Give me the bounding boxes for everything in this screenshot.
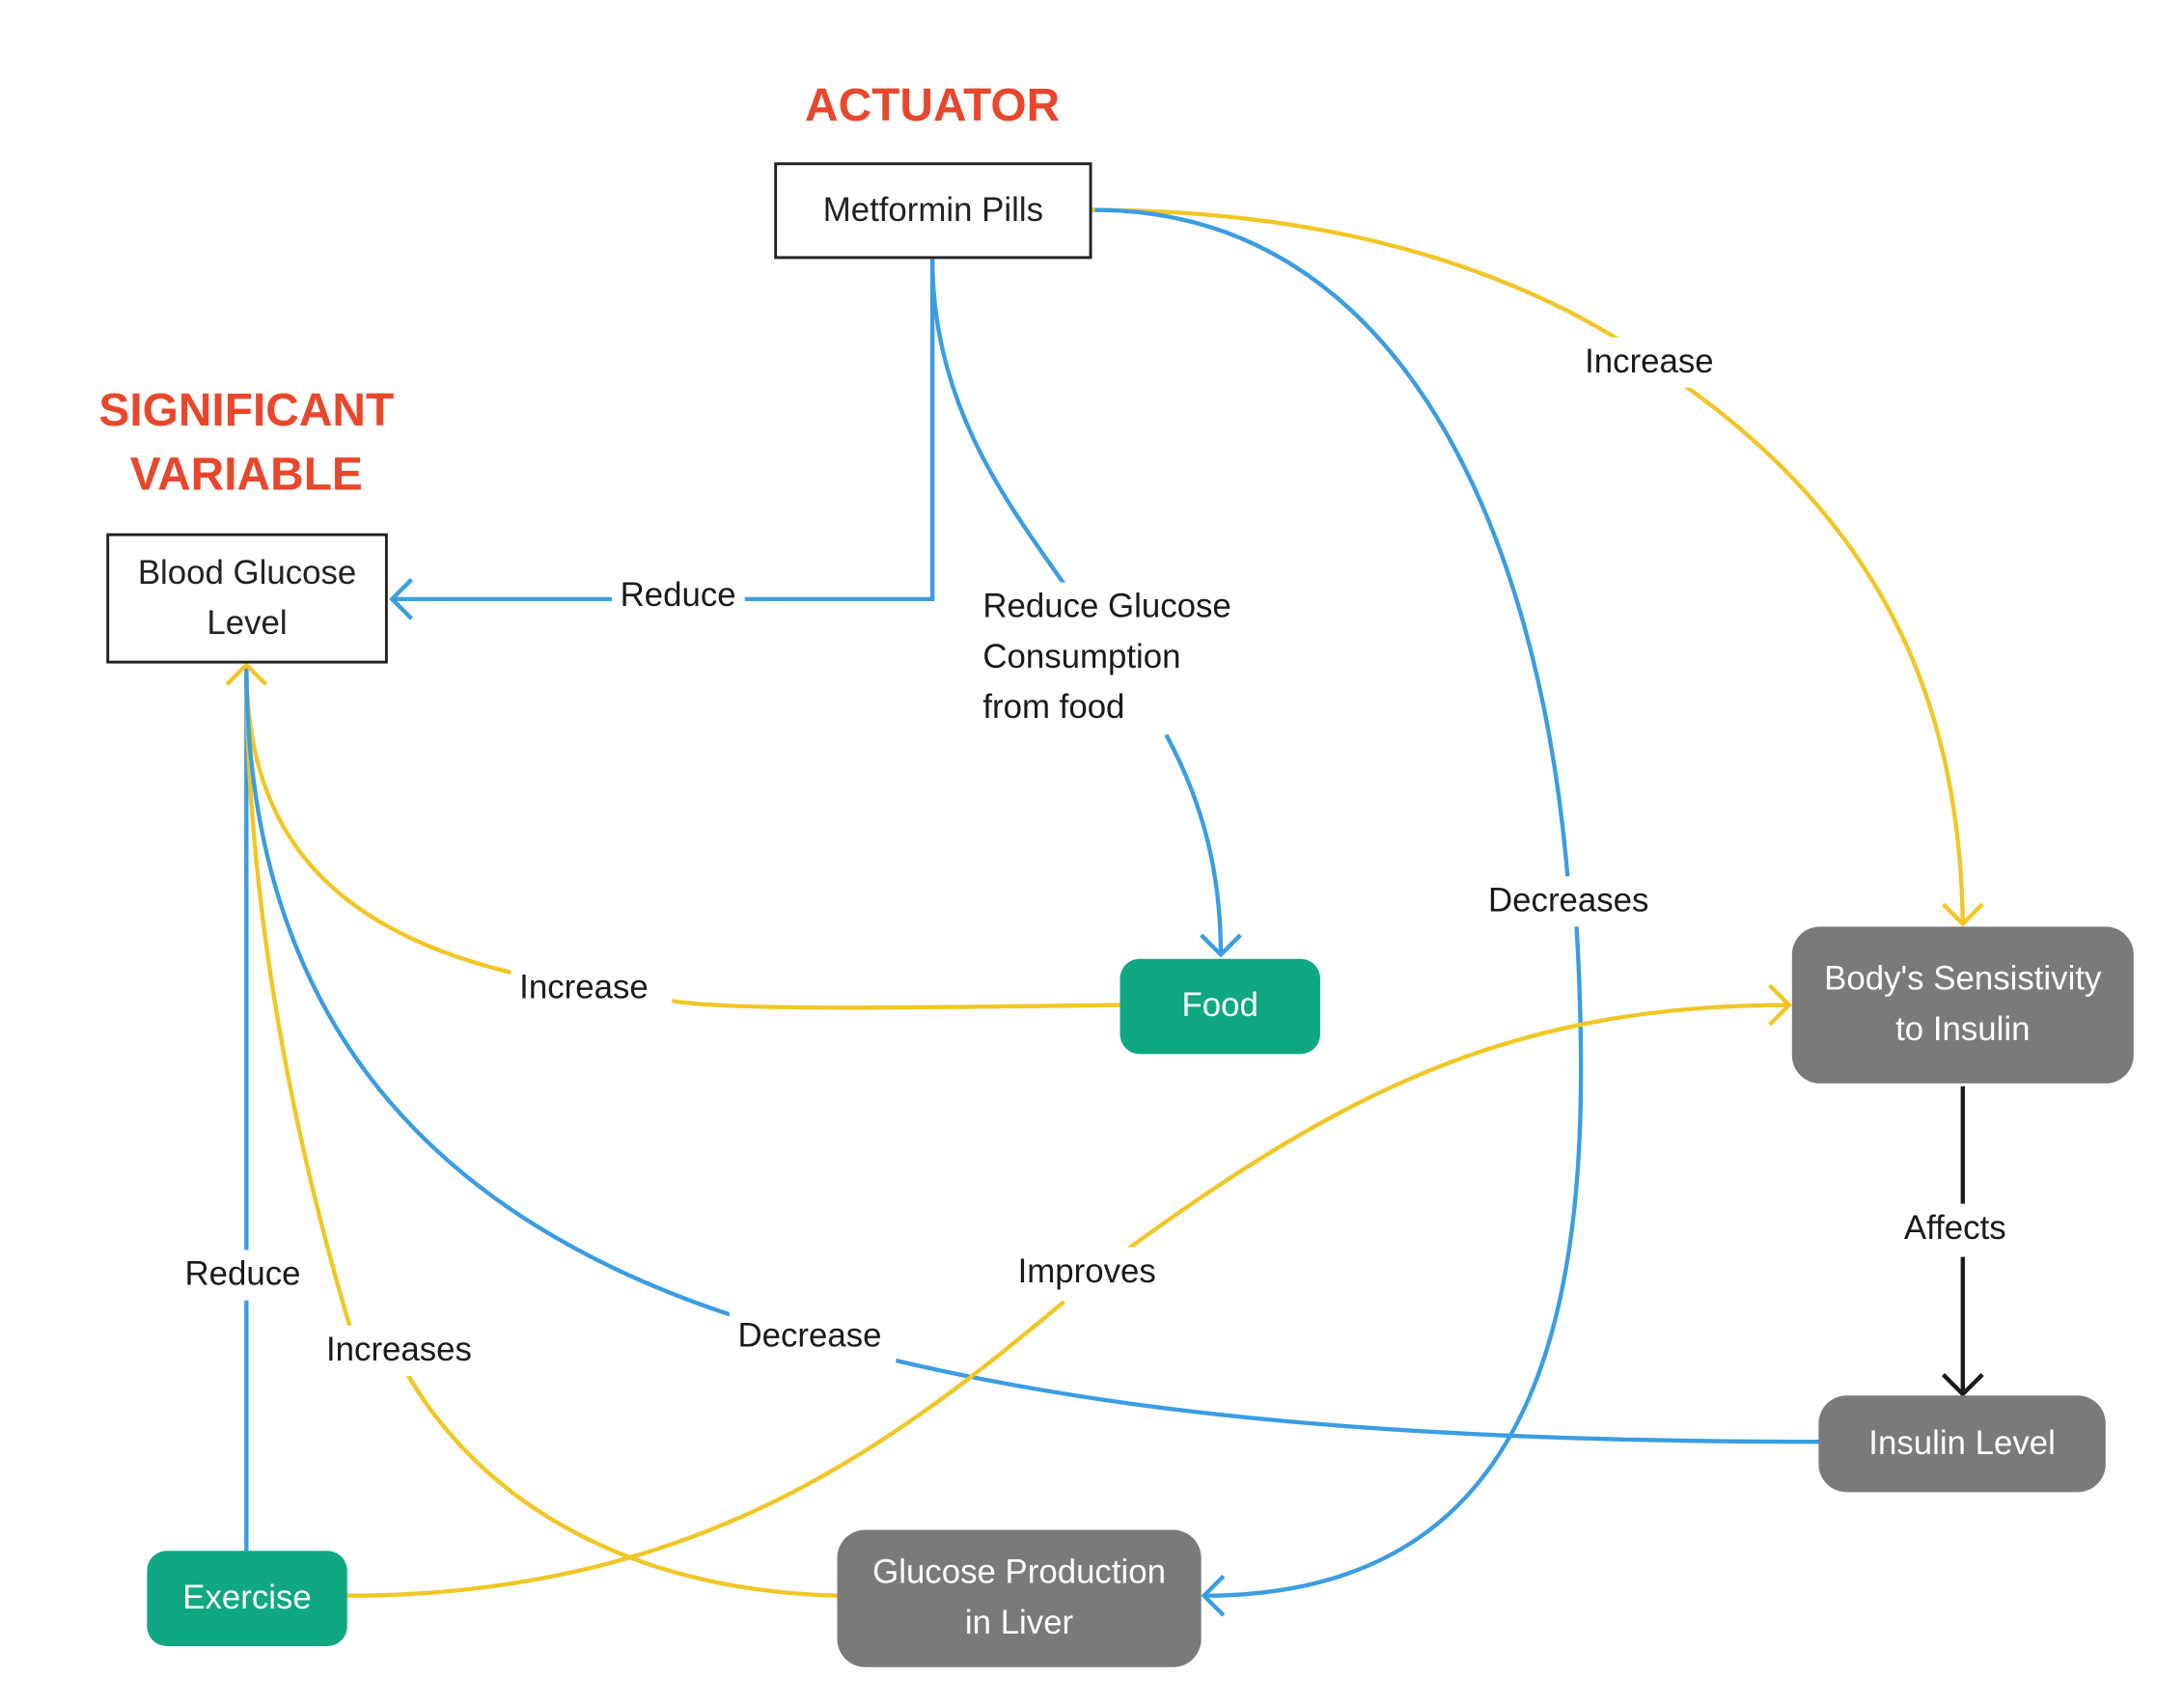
edge-insulin-blood-glucose	[244, 665, 1820, 1444]
edge-label-metformin-sensitivity: Increase	[1576, 337, 1723, 388]
arrowhead-sensitivity-left	[1768, 983, 1792, 1027]
actuator-title: ACTUATOR	[805, 78, 1061, 130]
metformin-pills-node: Metformin Pills	[774, 162, 1092, 260]
edge-label-metformin-blood-glucose: Reduce	[611, 570, 745, 622]
arrowhead-blood-glucose-bottom	[225, 661, 268, 686]
edge-label-metformin-liver: Decreases	[1479, 876, 1658, 927]
edge-metformin-food	[929, 259, 1224, 955]
glucose-production-liver-node: Glucose Production in Liver	[837, 1529, 1202, 1667]
edge-label-food-blood-glucose: Increase	[511, 963, 657, 1014]
edge-label-exercise-sensitivity: Improves	[1009, 1247, 1165, 1298]
edge-label-metformin-food: Reduce Glucose Consumption from food	[974, 582, 1240, 734]
blood-glucose-level-node: Blood Glucose Level	[106, 533, 388, 664]
body-sensitivity-insulin-node: Body's Sensistivity to Insulin	[1791, 926, 2134, 1084]
arrowhead-insulin	[1941, 1372, 1984, 1397]
edge-metformin-sensitivity	[1092, 207, 1965, 924]
edge-exercise-sensitivity	[346, 1003, 1789, 1598]
significant-variable-title: SIGNIFICANT VARIABLE	[98, 383, 395, 500]
food-node: Food	[1120, 958, 1320, 1055]
arrowhead-sensitivity-top	[1941, 902, 1984, 927]
edge-metformin-liver	[1094, 207, 1584, 1598]
edge-label-exercise-blood-glucose: Reduce	[176, 1250, 310, 1301]
edge-liver-blood-glucose	[244, 665, 838, 1598]
exercise-node: Exercise	[147, 1551, 347, 1646]
edge-metformin-blood-glucose	[392, 259, 935, 602]
arrowhead-food	[1200, 933, 1242, 958]
arrowhead-blood-glucose-right	[389, 578, 414, 620]
arrowhead-liver	[1201, 1574, 1226, 1617]
edge-label-liver-blood-glucose: Increases	[318, 1325, 481, 1376]
insulin-level-node: Insulin Level	[1818, 1395, 2106, 1493]
edge-label-insulin-blood-glucose: Decrease	[729, 1311, 891, 1362]
edge-label-sensitivity-insulin: Affects	[1895, 1203, 2015, 1254]
